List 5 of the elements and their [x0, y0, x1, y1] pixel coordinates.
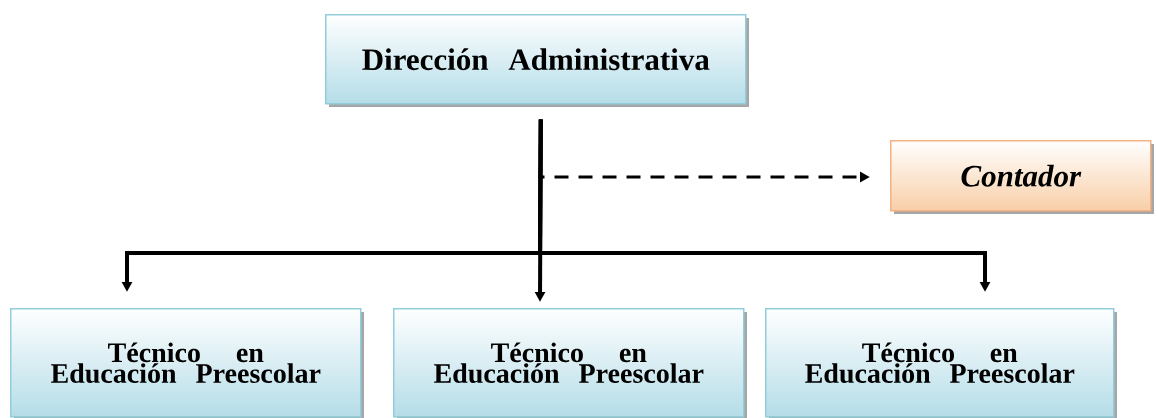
org-box: Técnico en Educación Preescolar: [765, 308, 1117, 418]
org-box: Técnico en Educación Preescolar: [10, 308, 364, 418]
org-box: Contador: [890, 140, 1154, 214]
org-box: Dirección Administrativa: [325, 14, 749, 107]
org-box: Técnico en Educación Preescolar: [393, 308, 747, 418]
